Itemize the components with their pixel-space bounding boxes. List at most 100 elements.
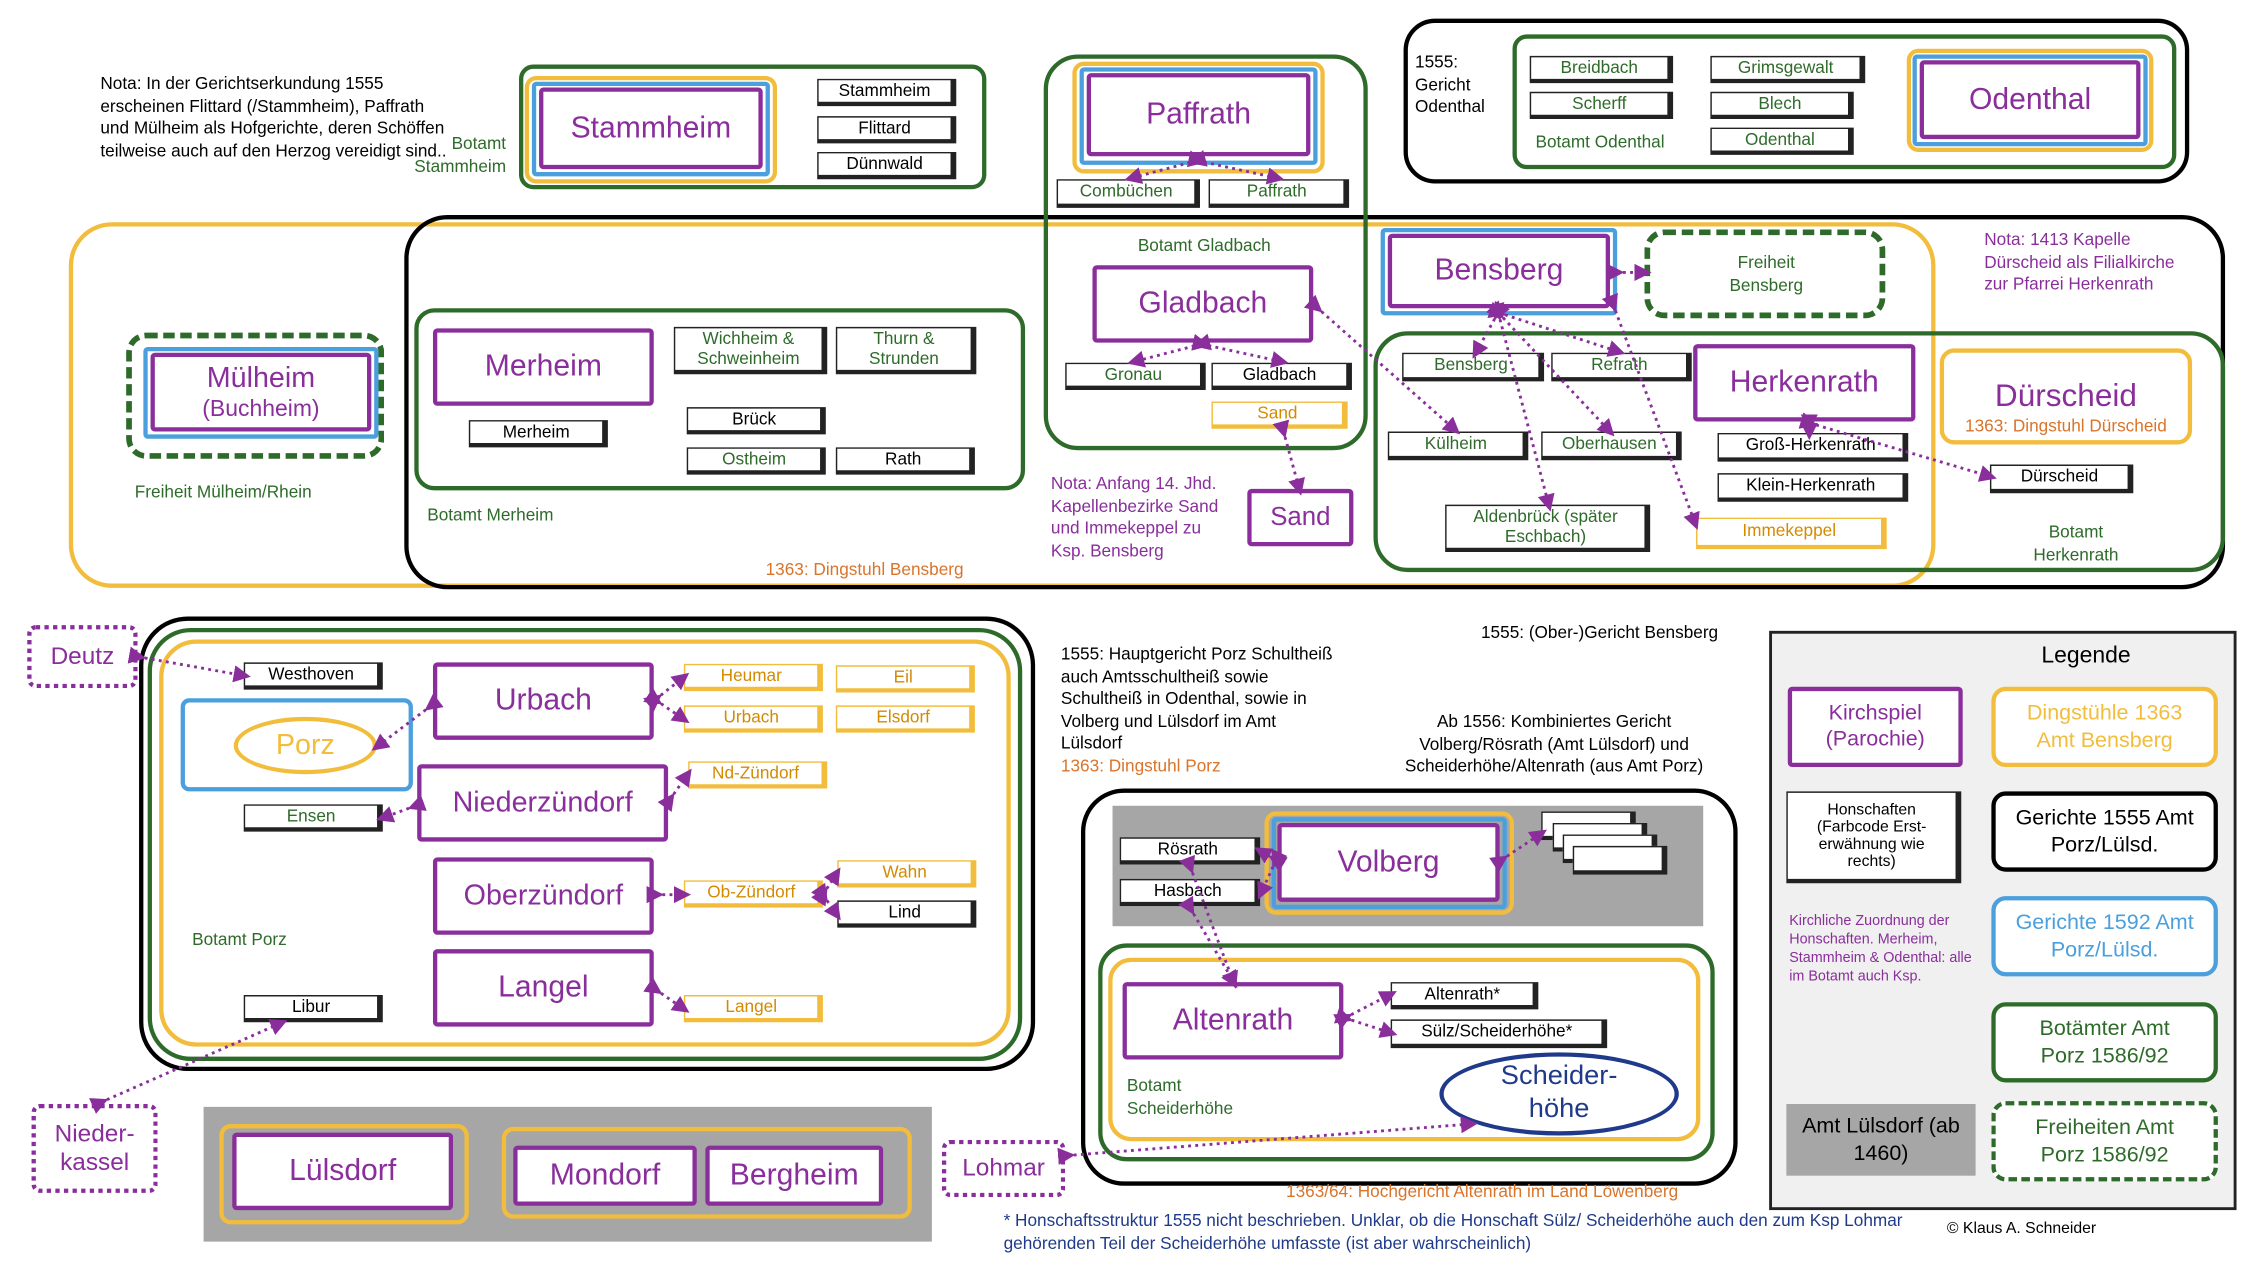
stammheim-dingstuhl-ring [524,75,778,184]
honschaft-thurn: Thurn & Strunden [835,326,977,375]
gericht-porz-box [139,616,1036,1072]
link-lind [810,882,841,921]
hochgericht-label: 1363/64: Hochgericht Altenrath im Land L… [1286,1181,1679,1202]
legend-honschaften: Honschaften (Farbcode Erst-erwähnung wie… [1786,791,1962,884]
kirchspiel-muelheim: Mülheim (Buchheim) [150,352,372,432]
honschaft-altenrath: Altenrath* [1390,982,1539,1010]
botamt-gladbach-label: Botamt Gladbach [1137,235,1271,256]
honschaft-breidbach: Breidbach [1529,55,1674,84]
kirchspiel-paffrath: Paffrath [1086,73,1311,157]
link-herkenrath-duerscheid [1798,412,1997,482]
botamt-herkenrath-box [1373,331,2226,573]
honschaft-immekeppel: Immekeppel [1696,517,1887,550]
link-gladbach-kuelheim [1303,294,1461,435]
honschaft-duerscheid: Dürscheid [1989,464,2134,494]
honschaft-urbach: Urbach [683,705,823,733]
kirchspiel-luelsdorf: Lülsdorf [232,1132,454,1211]
honschaft-rath: Rath [835,447,975,475]
link-gladbach-gronau [1127,333,1212,368]
honschaft-brueck: Brück [686,407,826,435]
link-urbach-urbach [643,687,690,724]
freiheit-muelheim-box [126,332,385,459]
link-urbach-porz [371,693,444,751]
gericht-odenthal-label: 1555: Gericht Odenthal [1415,51,1485,117]
honschaft-combuechen: Combüchen [1056,179,1200,208]
botamt-herkenrath-label: Botamt Herkenrath [2033,521,2119,565]
botamt-scheiderhoehe-label: Botamt Scheiderhöhe [1126,1075,1234,1118]
legend-title: Legende [2041,643,2131,669]
kirchspiel-mondorf: Mondorf [513,1145,697,1206]
honschaft-scherff: Scherff [1529,91,1674,120]
kirchspiel-volberg: Volberg [1277,822,1500,902]
kirchspiel-herkenrath: Herkenrath [1693,344,1916,422]
kirchspiel-bergheim: Bergheim [705,1145,884,1206]
odenthal-gericht-ring [1912,54,2148,147]
legend-gerichte1592: Gerichte 1592 Amt Porz/Lülsd. [1991,896,2218,977]
kirchspiel-altenrath: Altenrath [1122,982,1344,1060]
botamt-odenthal-label: Botamt Odenthal [1535,131,1665,152]
honschaft-heumar: Heumar [683,663,823,692]
honschaft-suelz: Sülz/Scheiderhöhe* [1390,1019,1608,1049]
link-hasbach-altenrath [1178,895,1238,989]
botamt-gladbach-box [1043,54,1368,451]
muelheim-gericht-ring [143,346,379,439]
honschaft-westhoven: Westhoven [243,662,383,690]
link-gladbach-gladbach [1191,333,1289,368]
botamt-merheim-label: Botamt Merheim [427,504,554,525]
ab1556-label: Ab 1556: Kombiniertes Gericht Volberg/Rö… [1404,711,1704,776]
honschaft-elsdorf: Elsdorf [835,705,975,733]
nota-14jhd: Nota: Anfang 14. Jhd. Kapellenbezirke Sa… [1050,473,1219,561]
honschaft-lind: Lind [837,900,977,928]
link-urbach-heumar [643,672,690,712]
link-altenrath-honschaft [1333,991,1397,1030]
honschaft-grimsgewalt: Grimsgewalt [1710,55,1866,84]
link-sand-sand [1272,419,1305,496]
kirchspiel-duerscheid-box [1939,348,2193,445]
link-roesrath-altenrath [1178,854,1238,989]
honschaft-odenthal: Odenthal [1710,127,1854,155]
muelheim-sub: (Buchheim) [202,397,320,422]
link-paffrath-paffrath [1186,150,1285,185]
hauptgericht-porz: 1555: Hauptgericht Porz Schultheiß auch … [1060,643,1333,754]
honschaft-merheim: Merheim [468,420,608,448]
link-bensberg-refrath [1487,301,1626,357]
muelheim-name: Mülheim [206,362,316,395]
dingstuhl-bensberg-label: 1363: Dingstuhl Bensberg [765,559,964,580]
link-niederkassel-libur [89,1019,288,1114]
honschaft-blech: Blech [1710,91,1854,120]
kirchspiel-odenthal: Odenthal [1919,60,2141,140]
botamt-merheim-box [414,308,1026,491]
kirchspiel-merheim: Merheim [432,328,654,406]
honschaft-wahn: Wahn [837,860,977,888]
legend-amt-luelsdorf: Amt Lülsdorf (ab 1460) [1786,1103,1976,1176]
botamt-porz-box [147,627,1023,1061]
botamt-stammheim-label: Botamt Stammheim [414,133,507,176]
dingstuhl-porz-label: 1363: Dingstuhl Porz [1060,755,1221,776]
kirchspiel-oberzuendorf: Oberzündorf [432,857,654,935]
honschaft-ob-zuendorf: Ob-Zündorf [683,880,823,908]
link-altenrath-suelz [1333,1007,1398,1038]
honschaft-flittard: Flittard [817,116,957,144]
botamt-porz-label: Botamt Porz [192,929,287,950]
nota-1413: Nota: 1413 Kapelle Dürscheid als Filialk… [1984,229,2175,295]
honschaft-langel: Langel [683,995,823,1023]
legend-zuordnung: Kirchliche Zuordnung der Honschaften. Me… [1789,913,1972,985]
link-volberg-stack [1489,829,1547,873]
link-paffrath-combuechen [1124,150,1208,184]
link-langel [643,977,690,1013]
legend-dingstuehle: Dingstühle 1363 Amt Bensberg [1991,686,2218,768]
kirchspiel-langel: Langel [432,949,654,1027]
odenthal-dingstuhl-ring [1906,48,2154,152]
legend-gerichte1555: Gerichte 1555 Amt Porz/Lülsd. [1991,791,2218,872]
link-bensberg-immekeppel [1601,292,1700,530]
freiheit-bensberg-label: Freiheit Bensberg [1729,252,1804,295]
link-deutz-westhoven [127,646,251,683]
honschaft-ostheim: Ostheim [686,447,826,475]
kirchspiel-duerscheid: Dürscheid [1994,377,2137,413]
stammheim-gericht-ring [531,81,770,177]
link-nd-zuendorf [657,768,692,813]
kirchspiel-lohmar: Lohmar [941,1139,1066,1198]
honschaft-nd-zuendorf: Nd-Zündorf [688,761,828,789]
